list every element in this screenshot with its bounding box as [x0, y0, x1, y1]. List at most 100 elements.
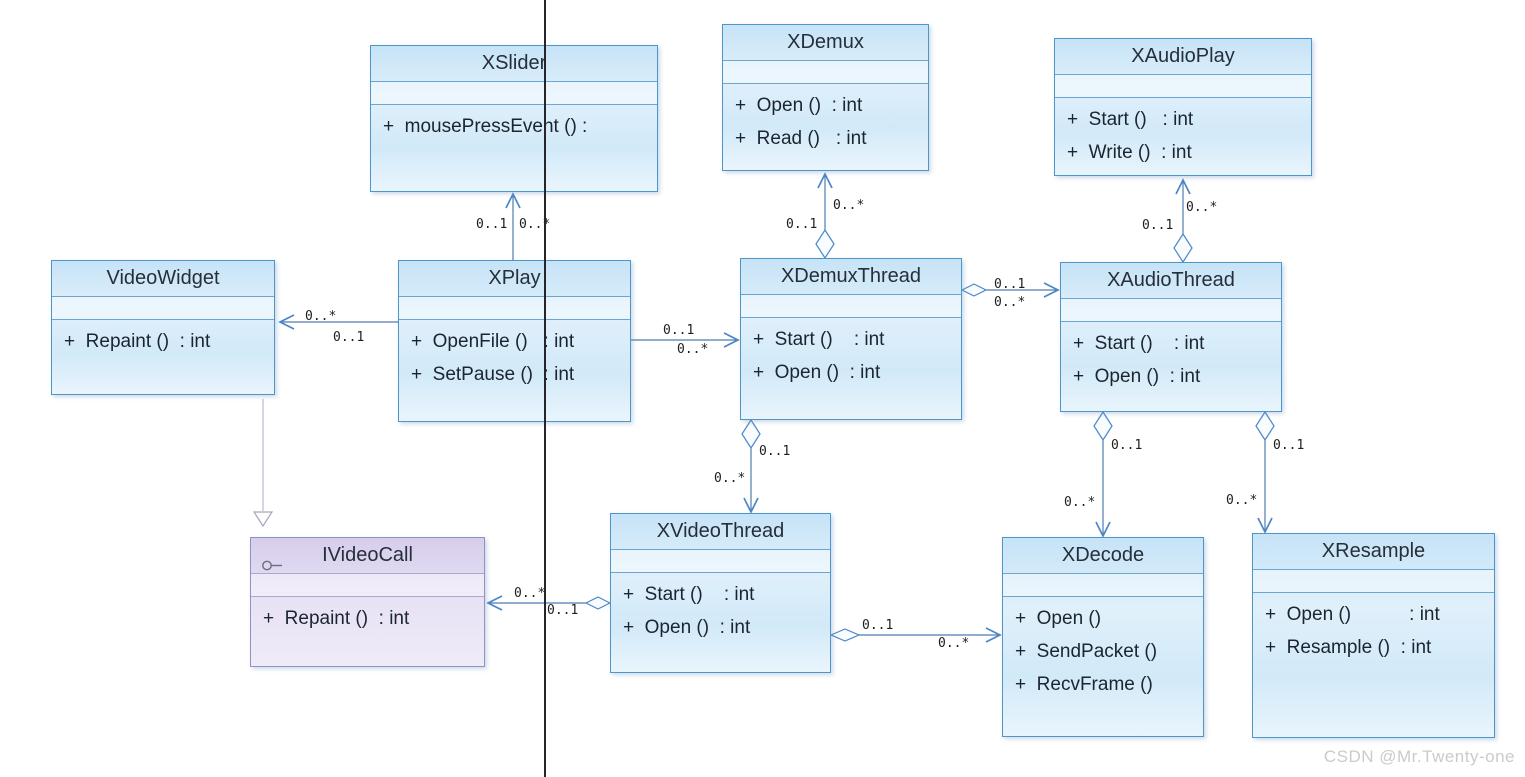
class-name: XDecode	[1003, 538, 1203, 574]
association-xplay-xslider	[505, 192, 521, 260]
interface-lollipop-icon	[261, 549, 285, 583]
aggregation-xdemuxthread-xdemux	[815, 172, 835, 260]
operation: + Open () : int	[1073, 366, 1201, 387]
attributes-compartment	[399, 297, 630, 320]
multiplicity-label: 0..*	[938, 636, 970, 651]
aggregation-xvideothread-xdecode	[829, 627, 1002, 643]
multiplicity-label: 0..1	[862, 618, 894, 633]
class-name: XDemux	[723, 25, 928, 61]
realization-videowidget-ivideocall	[252, 399, 274, 528]
class-name: XSlider	[371, 46, 657, 82]
class-name: IVideoCall	[251, 538, 484, 574]
page-divider-line	[544, 0, 546, 777]
class-xvideothread[interactable]: XVideoThread + Start () : int + Open () …	[610, 513, 831, 673]
operation: + Write () : int	[1067, 142, 1192, 163]
multiplicity-label: 0..*	[714, 471, 746, 486]
multiplicity-label: 0..1	[1273, 438, 1305, 453]
aggregation-xaudiothread-xaudioplay	[1173, 178, 1193, 264]
operation: + SendPacket ()	[1015, 641, 1158, 662]
watermark: CSDN @Mr.Twenty-one	[1323, 747, 1515, 766]
class-xdemuxthread[interactable]: XDemuxThread + Start () : int + Open () …	[740, 258, 962, 420]
operations-compartment: + OpenFile () : int + SetPause () : int	[399, 320, 630, 391]
multiplicity-label: 0..*	[833, 198, 865, 213]
attributes-compartment	[723, 61, 928, 84]
operations-compartment: + Start () : int + Open () : int	[611, 573, 830, 644]
multiplicity-label: 0..1	[994, 277, 1026, 292]
aggregation-xaudiothread-xresample	[1255, 410, 1275, 534]
operation: + Start () : int	[623, 584, 755, 605]
multiplicity-label: 0..*	[305, 309, 337, 324]
operation: + Open () : int	[735, 95, 863, 116]
class-xdecode[interactable]: XDecode + Open () + SendPacket () + Recv…	[1002, 537, 1204, 737]
class-name: XAudioThread	[1061, 263, 1281, 299]
aggregation-xdemuxthread-xaudiothread	[960, 282, 1060, 298]
association-xplay-xdemuxthread	[631, 332, 740, 348]
operation: + Start () : int	[753, 329, 885, 350]
multiplicity-label: 0..*	[1064, 495, 1096, 510]
attributes-compartment	[1061, 299, 1281, 322]
multiplicity-label: 0..1	[547, 603, 579, 618]
class-name: XResample	[1253, 534, 1494, 570]
operation: + Open ()	[1015, 608, 1102, 629]
operation: + RecvFrame ()	[1015, 674, 1153, 695]
operation: + Repaint () : int	[64, 331, 211, 352]
operation: + Open () : int	[623, 617, 751, 638]
operation: + OpenFile () : int	[411, 331, 575, 352]
class-xresample[interactable]: XResample + Open () : int + Resample () …	[1252, 533, 1495, 738]
multiplicity-label: 0..1	[786, 217, 818, 232]
operations-compartment: + Open () + SendPacket () + RecvFrame ()	[1003, 597, 1203, 701]
attributes-compartment	[1253, 570, 1494, 593]
class-name: XVideoThread	[611, 514, 830, 550]
multiplicity-label: 0..1	[1111, 438, 1143, 453]
multiplicity-label: 0..*	[519, 217, 551, 232]
class-name: VideoWidget	[52, 261, 274, 297]
attributes-compartment	[251, 574, 484, 597]
attributes-compartment	[52, 297, 274, 320]
interface-ivideocall[interactable]: IVideoCall + Repaint () : int	[250, 537, 485, 667]
operations-compartment: + Repaint () : int	[251, 597, 484, 635]
class-name: XDemuxThread	[741, 259, 961, 295]
class-xaudiothread[interactable]: XAudioThread + Start () : int + Open () …	[1060, 262, 1282, 412]
multiplicity-label: 0..*	[514, 586, 546, 601]
operation: + SetPause () : int	[411, 364, 575, 385]
multiplicity-label: 0..1	[1142, 218, 1174, 233]
multiplicity-label: 0..1	[759, 444, 791, 459]
operation: + Read () : int	[735, 128, 867, 149]
class-videowidget[interactable]: VideoWidget + Repaint () : int	[51, 260, 275, 395]
association-xplay-videowidget	[278, 314, 398, 330]
aggregation-xaudiothread-xdecode	[1093, 410, 1113, 538]
multiplicity-label: 0..*	[994, 295, 1026, 310]
class-name: XAudioPlay	[1055, 39, 1311, 75]
operation: + Repaint () : int	[263, 608, 410, 629]
operation: + Start () : int	[1067, 109, 1194, 130]
class-xdemux[interactable]: XDemux + Open () : int + Read () : int	[722, 24, 929, 171]
class-name: XPlay	[399, 261, 630, 297]
attributes-compartment	[1055, 75, 1311, 98]
multiplicity-label: 0..1	[663, 323, 695, 338]
multiplicity-label: 0..*	[677, 342, 709, 357]
operations-compartment: + Open () : int + Read () : int	[723, 84, 928, 155]
operations-compartment: + Repaint () : int	[52, 320, 274, 358]
multiplicity-label: 0..*	[1186, 200, 1218, 215]
attributes-compartment	[371, 82, 657, 105]
aggregation-xvideothread-ivideocall	[486, 595, 612, 611]
operations-compartment: + Start () : int + Open () : int	[1061, 322, 1281, 393]
operation: + Start () : int	[1073, 333, 1205, 354]
operation: + Resample () : int	[1265, 637, 1432, 658]
class-xaudioplay[interactable]: XAudioPlay + Start () : int + Write () :…	[1054, 38, 1312, 176]
attributes-compartment	[741, 295, 961, 318]
interface-name-text: IVideoCall	[322, 544, 413, 566]
attributes-compartment	[611, 550, 830, 573]
aggregation-xdemuxthread-xvideothread	[741, 418, 761, 514]
operations-compartment: + mousePressEvent () :	[371, 105, 657, 143]
operation: + Open () : int	[1265, 604, 1440, 625]
operations-compartment: + Start () : int + Open () : int	[741, 318, 961, 389]
multiplicity-label: 0..1	[476, 217, 508, 232]
class-xplay[interactable]: XPlay + OpenFile () : int + SetPause () …	[398, 260, 631, 422]
operation: + mousePressEvent () :	[383, 116, 588, 137]
attributes-compartment	[1003, 574, 1203, 597]
operations-compartment: + Open () : int + Resample () : int	[1253, 593, 1494, 664]
class-xslider[interactable]: XSlider + mousePressEvent () :	[370, 45, 658, 192]
